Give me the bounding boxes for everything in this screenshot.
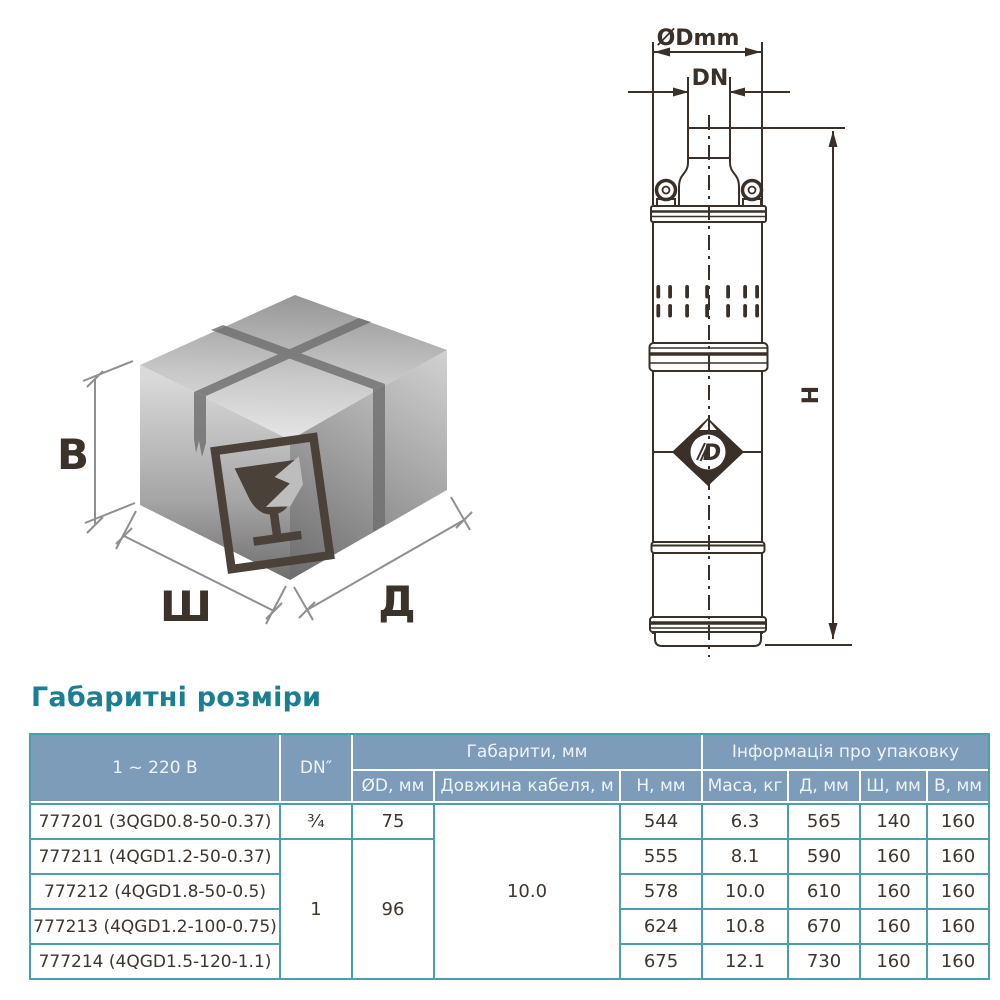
box-width-dimension [115, 510, 287, 625]
mass-cell: 6.3 [703, 803, 790, 840]
height-cell: 578 [621, 875, 704, 910]
pack-height-cell: 160 [928, 875, 989, 910]
model-cell: 777213 (4QGD1.2-100-0.75) [31, 910, 281, 945]
dn-cell: ¾ [281, 803, 353, 840]
box-width-label: Ш [160, 582, 212, 631]
box-height-label: В [57, 430, 89, 479]
fragile-icon [210, 432, 335, 574]
pack-height-cell: 160 [928, 803, 989, 840]
model-cell: 777214 (4QGD1.5-120-1.1) [31, 945, 281, 978]
header-mass: Маса, кг [703, 771, 790, 803]
model-cell: 777201 (3QGD0.8-50-0.37) [31, 803, 281, 840]
page-title: Габаритні розміри [31, 682, 322, 713]
header-cable-length: Довжина кабеля, м [435, 771, 621, 803]
header-model: 1 ~ 220 В [31, 735, 281, 803]
box-height-dimension [82, 360, 136, 534]
pump-outlet-label: DN [692, 66, 729, 91]
header-diameter: ØD, мм [353, 771, 435, 803]
pack-length-cell: 610 [789, 875, 862, 910]
dn-cell: 1 [281, 840, 353, 978]
cable-length-cell: 10.0 [435, 803, 621, 978]
mass-cell: 10.0 [703, 875, 790, 910]
header-height: Н, мм [621, 771, 704, 803]
pack-height-cell: 160 [940, 951, 976, 972]
pack-length-cell: 670 [789, 910, 862, 945]
pack-height-cell: 160 [928, 910, 989, 945]
model-cell: 777212 (4QGD1.8-50-0.5) [31, 875, 281, 910]
mass-cell: 8.1 [703, 840, 790, 875]
package-box-illustration: В Ш Д [57, 295, 473, 631]
mass-cell: 12.1 [703, 945, 790, 978]
pack-width-cell: 160 [861, 840, 929, 875]
height-cell: 624 [621, 910, 704, 945]
height-cell: 555 [621, 840, 704, 875]
brand-logo-letter: D [703, 441, 721, 466]
pack-height-cell: 160 [928, 840, 989, 875]
mass-cell: 10.8 [703, 910, 790, 945]
header-group-packaging: Інформація про упаковку [703, 735, 989, 771]
box-length-dimension [293, 496, 473, 621]
header-pack-height: В, мм [928, 771, 989, 803]
dimensions-table: 1 ~ 220 В DN″ Габарити, мм Інформація пр… [29, 733, 990, 980]
pack-width-cell: 160 [861, 910, 929, 945]
pack-width-cell: 140 [861, 803, 929, 840]
pump-technical-drawing: ØDmm DN Н [628, 26, 852, 657]
pack-width-cell: 160 [861, 945, 929, 978]
pump-height-label: Н [799, 386, 824, 404]
table-header: 1 ~ 220 В DN″ Габарити, мм Інформація пр… [31, 735, 989, 803]
pack-width-cell: 160 [861, 875, 929, 910]
pump-outer-diameter-label: ØDmm [657, 26, 740, 51]
height-cell: 675 [621, 945, 704, 978]
pack-length-cell: 730 [789, 945, 862, 978]
box-length-label: Д [378, 577, 415, 626]
diameter-cell: 75 [353, 803, 435, 840]
pack-length-cell: 590 [789, 840, 862, 875]
height-cell: 544 [621, 803, 704, 840]
header-group-dimensions: Габарити, мм [353, 735, 704, 771]
diameter-cell: 96 [353, 840, 435, 978]
pump-perforations [656, 285, 759, 318]
model-cell: 777211 (4QGD1.2-50-0.37) [31, 840, 281, 875]
box-tape [194, 318, 385, 532]
header-pack-length: Д, мм [789, 771, 862, 803]
dimension-arrowheads [654, 47, 838, 639]
pack-length-cell: 565 [789, 803, 862, 840]
header-pack-width: Ш, мм [861, 771, 929, 803]
header-dn: DN″ [281, 735, 353, 803]
